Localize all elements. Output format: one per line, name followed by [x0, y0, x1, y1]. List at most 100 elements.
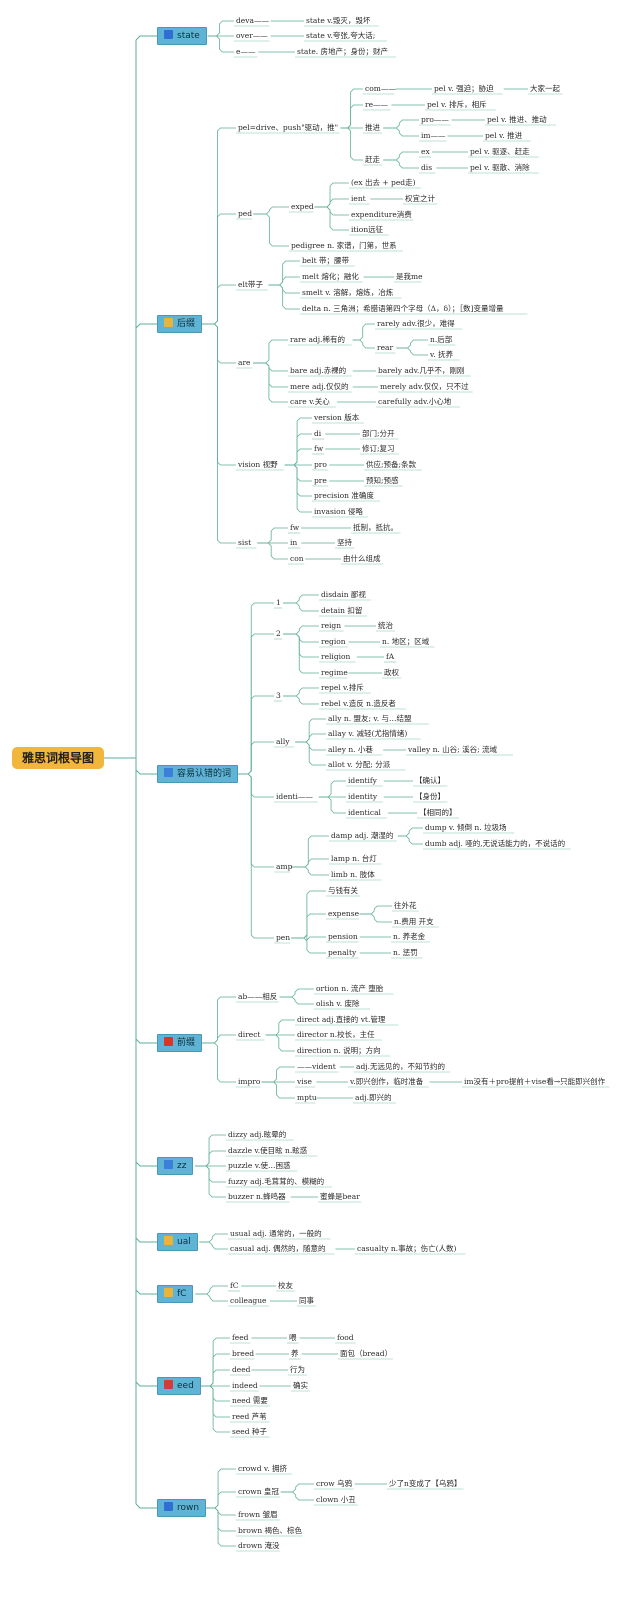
rown-node[interactable]: crown 皇冠	[238, 1487, 279, 1496]
hou-node[interactable]: 赶走	[365, 155, 380, 164]
hou-node[interactable]: 部门;分开	[362, 429, 395, 438]
hou-node[interactable]: com——	[365, 84, 396, 93]
qian-node[interactable]: v.即兴创作，临时准备	[350, 1077, 424, 1086]
easy-node[interactable]: amp	[276, 862, 293, 871]
easy-node[interactable]: fA	[386, 652, 395, 661]
easy-node[interactable]: 【身份】	[415, 792, 445, 801]
hou-node[interactable]: care v.关心	[290, 397, 330, 406]
state-node[interactable]: deva——	[236, 16, 269, 25]
easy-node[interactable]: penalty	[328, 948, 357, 957]
state-node[interactable]: e——	[236, 47, 256, 56]
easy-node[interactable]: identify	[348, 776, 377, 785]
hou-node[interactable]: delta n. 三角洲；希腊语第四个字母（Δ，δ）；［数]变量增量	[302, 304, 504, 313]
easy-node[interactable]: detain 扣留	[321, 606, 363, 615]
hou-node[interactable]: 是我me	[396, 272, 423, 281]
rown-node[interactable]: clown 小丑	[316, 1495, 356, 1504]
hou-node[interactable]: dis	[421, 163, 433, 172]
rown-node[interactable]: drown 淹没	[238, 1541, 280, 1550]
hou-node[interactable]: smelt v. 溶解，熔炼，冶炼	[302, 288, 394, 297]
hou-node[interactable]: rare adj.稀有的	[290, 335, 345, 344]
easy-node[interactable]: valley n. 山谷; 溪谷; 流域	[408, 745, 497, 754]
state-node[interactable]: over——	[236, 31, 268, 40]
easy-node[interactable]: religion	[321, 652, 351, 661]
hou-node[interactable]: 修订;复习	[362, 444, 395, 453]
state-node[interactable]: state v.夸张,夸大话;	[306, 31, 376, 40]
zz-node[interactable]: dazzle v.使目眩 n.眩惑	[228, 1146, 308, 1155]
ual-node[interactable]: casual adj. 偶然的，随意的	[230, 1244, 326, 1253]
eed-node[interactable]: reed 芦苇	[232, 1412, 267, 1421]
easy-node[interactable]: n. 惩罚	[393, 948, 418, 957]
zz-node[interactable]: fuzzy adj.毛茸茸的、模糊的	[228, 1177, 325, 1186]
hou-node[interactable]: pel=drive、push"驱动，推"	[238, 123, 339, 132]
qian-node[interactable]: ——vident	[297, 1062, 336, 1071]
branch-zz[interactable]: zz	[157, 1157, 194, 1175]
eed-node[interactable]: indeed	[232, 1381, 258, 1390]
qian-node[interactable]: ortion n. 流产 堕胎	[316, 984, 384, 993]
easy-node[interactable]: dumb adj. 哑的,无说话能力的，不说话的	[425, 839, 566, 848]
eed-node[interactable]: breed	[232, 1349, 255, 1358]
easy-node[interactable]: 【相同的】	[419, 808, 457, 817]
zz-node[interactable]: dizzy adj.眩晕的	[228, 1130, 287, 1139]
eed-node[interactable]: need 需要	[232, 1396, 268, 1405]
easy-node[interactable]: ally n. 盟友; v. 与…结盟	[328, 714, 412, 723]
easy-node[interactable]: 1	[276, 598, 281, 607]
qian-node[interactable]: direct adj.直接的 vt.管理	[297, 1015, 386, 1024]
easy-node[interactable]: repel v.排斥	[321, 683, 364, 692]
hou-node[interactable]: pro	[314, 460, 327, 469]
hou-node[interactable]: pel v. 排斥，相斥	[427, 100, 487, 109]
hou-node[interactable]: di	[314, 429, 322, 438]
eed-node[interactable]: food	[337, 1333, 354, 1342]
branch-state[interactable]: state	[157, 27, 207, 45]
eed-node[interactable]: 喂	[289, 1333, 297, 1342]
zz-node[interactable]: 蜜蜂是bear	[320, 1192, 360, 1201]
ual-node[interactable]: usual adj. 通常的，一般的	[230, 1229, 322, 1238]
branch-hou[interactable]: 后缀	[157, 315, 203, 333]
hou-node[interactable]: v. 抚养	[430, 350, 454, 359]
hou-node[interactable]: pro——	[421, 115, 449, 124]
hou-node[interactable]: 大家一起	[530, 84, 560, 93]
easy-node[interactable]: 3	[276, 691, 281, 700]
state-node[interactable]: state v.毁灭，毁坏	[306, 16, 371, 25]
hou-node[interactable]: carefully adv.小心地	[378, 397, 452, 406]
easy-node[interactable]: allot v. 分配; 分派	[328, 760, 391, 769]
fc-node[interactable]: colleague	[230, 1296, 267, 1305]
easy-node[interactable]: damp adj. 潮湿的	[331, 831, 394, 840]
qian-node[interactable]: direct	[238, 1030, 261, 1039]
rown-node[interactable]: brown 褐色、棕色	[238, 1526, 303, 1535]
hou-node[interactable]: fw	[314, 444, 324, 453]
hou-node[interactable]: 预知;预感	[366, 476, 399, 485]
qian-node[interactable]: olish v. 废除	[316, 999, 360, 1008]
hou-node[interactable]: 抵制，抵抗。	[353, 523, 398, 532]
hou-node[interactable]: pel v. 推进、推动	[487, 115, 547, 124]
hou-node[interactable]: in	[290, 538, 298, 547]
easy-node[interactable]: expense	[328, 909, 360, 918]
hou-node[interactable]: im——	[421, 131, 446, 140]
easy-node[interactable]: pension	[328, 932, 358, 941]
hou-node[interactable]: exped	[291, 202, 314, 211]
hou-node[interactable]: bare adj.赤裸的	[290, 366, 347, 375]
easy-node[interactable]: n. 养老金	[393, 932, 426, 941]
hou-node[interactable]: vision 视野	[238, 460, 278, 469]
easy-node[interactable]: 2	[276, 629, 281, 638]
hou-node[interactable]: pel v. 强迫；胁迫	[434, 84, 494, 93]
hou-node[interactable]: are	[238, 358, 251, 367]
easy-node[interactable]: identi——	[276, 792, 313, 801]
hou-node[interactable]: rear	[377, 343, 394, 352]
hou-node[interactable]: 权宜之计	[405, 194, 435, 203]
eed-node[interactable]: 养	[291, 1349, 299, 1358]
branch-easy[interactable]: 容易认错的词	[157, 765, 239, 783]
zz-node[interactable]: buzzer n.蜂鸣器	[228, 1192, 286, 1201]
hou-node[interactable]: melt 熔化；融化	[302, 272, 359, 281]
hou-node[interactable]: expenditure消费	[351, 210, 412, 219]
hou-node[interactable]: invasion 侵略	[314, 507, 363, 516]
easy-node[interactable]: 政权	[384, 668, 399, 677]
branch-rown[interactable]: rown	[157, 1499, 207, 1517]
eed-node[interactable]: 确实	[293, 1381, 308, 1390]
eed-node[interactable]: deed	[232, 1365, 251, 1374]
easy-node[interactable]: n. 地区；区域	[382, 637, 430, 646]
easy-node[interactable]: region	[321, 637, 346, 646]
hou-node[interactable]: ition远征	[351, 225, 384, 234]
hou-node[interactable]: n.后部	[430, 335, 453, 344]
eed-node[interactable]: feed	[232, 1333, 249, 1342]
branch-eed[interactable]: eed	[157, 1377, 201, 1395]
